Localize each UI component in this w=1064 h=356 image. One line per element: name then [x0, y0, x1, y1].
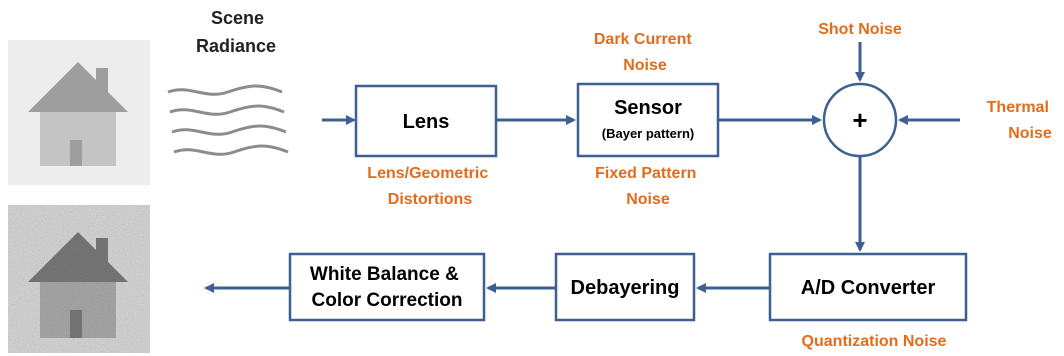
scene-radiance-label: Scene Radiance: [196, 8, 276, 56]
thermal-noise-label: Thermal Noise: [987, 99, 1054, 142]
dark-current-noise-label: Dark Current Noise: [594, 31, 696, 74]
radiance-waves-icon: [167, 84, 289, 156]
sensor-block: [576, 82, 720, 158]
noisy-house-icon: [8, 205, 150, 353]
debayering-block: [554, 252, 696, 322]
white-balance-label: White Balance & Color Correction: [310, 264, 464, 311]
debayering-label: Debayering: [571, 277, 680, 299]
shot-noise-label: Shot Noise: [818, 21, 902, 38]
sensor-label: Sensor: [614, 97, 682, 119]
quantization-noise-label: Quantization Noise: [802, 333, 947, 350]
house-icon: [8, 40, 150, 185]
ad-converter-block: [768, 252, 968, 322]
sensor-sublabel: (Bayer pattern): [602, 126, 694, 141]
lens-label: Lens: [403, 111, 450, 133]
fixed-pattern-noise-label: Fixed Pattern Noise: [595, 165, 701, 208]
lens-distortions-label: Lens/Geometric Distortions: [367, 165, 492, 208]
sum-symbol: +: [852, 105, 867, 135]
ad-converter-label: A/D Converter: [801, 277, 936, 299]
